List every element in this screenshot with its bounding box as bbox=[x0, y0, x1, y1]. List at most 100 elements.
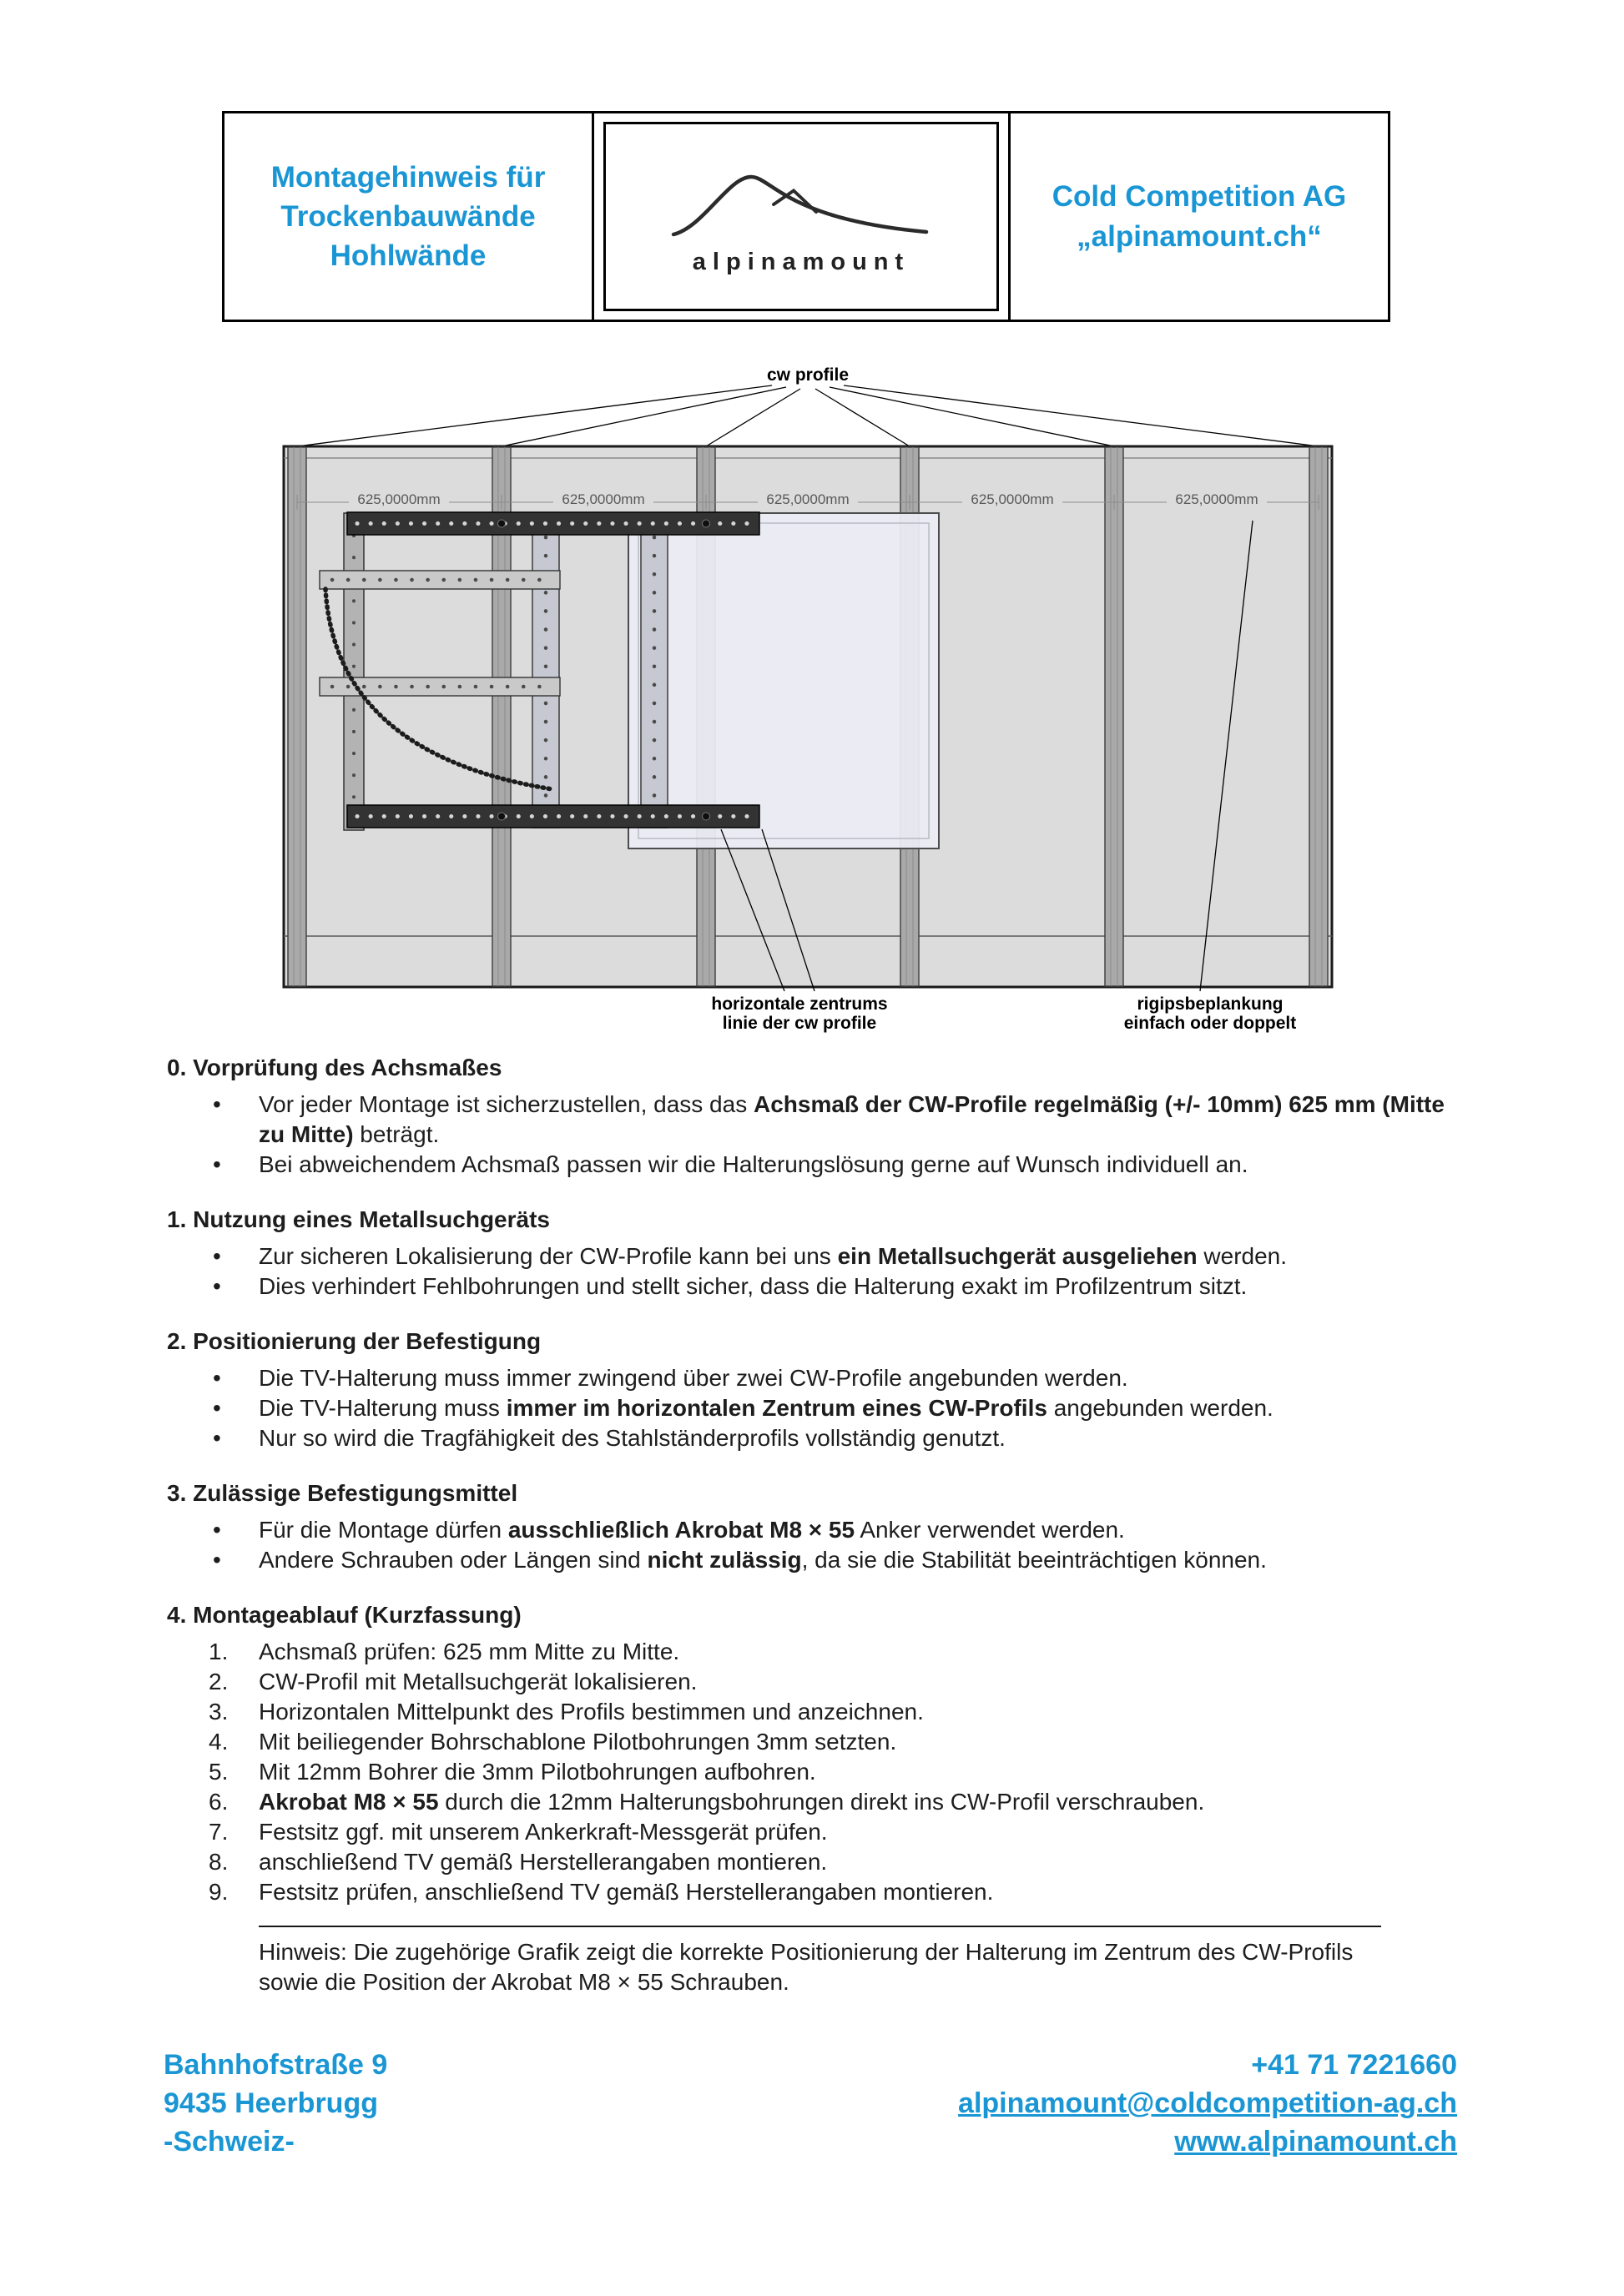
item-text: Akrobat M8 × 55 durch die 12mm Halterung… bbox=[259, 1789, 1205, 1815]
item-number: 4. bbox=[209, 1729, 229, 1755]
numbered-item: 9. Festsitz prüfen, anschließend TV gemä… bbox=[167, 1877, 1457, 1907]
cw-stud bbox=[1309, 446, 1329, 987]
bullet-text: Zur sicheren Lokalisierung der CW-Profil… bbox=[259, 1243, 1288, 1269]
numbered-item: 6. Akrobat M8 × 55 durch die 12mm Halter… bbox=[167, 1787, 1457, 1817]
item-number: 8. bbox=[209, 1849, 229, 1875]
numbered-item: 7. Festsitz ggf. mit unserem Ankerkraft-… bbox=[167, 1817, 1457, 1847]
anchor-bolts bbox=[497, 519, 710, 821]
dimension-label: 625,0000mm bbox=[562, 491, 644, 507]
mountain-logo-icon bbox=[671, 174, 929, 237]
swing-arc bbox=[323, 587, 555, 792]
mount-vertical-bar bbox=[640, 516, 668, 828]
note-block: Hinweis: Die zugehörige Grafik zeigt die… bbox=[259, 1921, 1381, 1997]
bullet-text: Die TV-Halterung muss immer zwingend übe… bbox=[259, 1365, 1128, 1391]
company-line: „alpinamount.ch“ bbox=[1077, 219, 1322, 253]
item-number: 2. bbox=[209, 1669, 229, 1694]
tv-mount-assembly bbox=[319, 511, 940, 849]
tv-outline bbox=[628, 512, 940, 849]
phone-number: +41 71 7221660 bbox=[1251, 2049, 1457, 2081]
cw-stud bbox=[1104, 446, 1124, 987]
item-text: anschließend TV gemäß Herstellerangaben … bbox=[259, 1849, 828, 1875]
plank-label: einfach oder doppelt bbox=[1124, 1014, 1297, 1033]
item-number: 7. bbox=[209, 1819, 229, 1845]
header-left-cell: Montagehinweis für Trockenbauwände Hohlw… bbox=[224, 113, 594, 320]
address-line: -Schweiz- bbox=[164, 2126, 295, 2158]
bullet-item: • Dies verhindert Fehlbohrungen und stel… bbox=[167, 1271, 1457, 1302]
bullet-item: • Andere Schrauben oder Längen sind nich… bbox=[167, 1545, 1457, 1575]
bullet-text: Bei abweichendem Achsmaß passen wir die … bbox=[259, 1151, 1248, 1177]
bullet-marker: • bbox=[213, 1517, 221, 1543]
item-text: Mit beiliegender Bohrschablone Pilotbohr… bbox=[259, 1729, 897, 1755]
numbered-item: 8. anschließend TV gemäß Herstellerangab… bbox=[167, 1847, 1457, 1877]
dimension-label: 625,0000mm bbox=[766, 491, 849, 507]
item-text: Festsitz ggf. mit unserem Ankerkraft-Mes… bbox=[259, 1819, 828, 1845]
plank-label: rigipsbeplankung bbox=[1137, 994, 1283, 1014]
mount-arm bbox=[319, 677, 561, 697]
item-number: 9. bbox=[209, 1879, 229, 1905]
mount-vertical-bar bbox=[532, 516, 560, 828]
bullet-text: Die TV-Halterung muss immer im horizonta… bbox=[259, 1395, 1273, 1421]
cw-profile-label: cw profile bbox=[767, 365, 849, 385]
mount-rail-top bbox=[346, 511, 760, 536]
section-heading: 0. Vorprüfung des Achsmaßes bbox=[167, 1055, 502, 1080]
bullet-text: Vor jeder Montage ist sicherzustellen, d… bbox=[259, 1091, 1445, 1147]
numbered-item: 1. Achsmaß prüfen: 625 mm Mitte zu Mitte… bbox=[167, 1637, 1457, 1667]
bullet-item: • Für die Montage dürfen ausschließlich … bbox=[167, 1515, 1457, 1545]
center-line-callout: horizontale zentrums linie der cw profil… bbox=[711, 828, 888, 1033]
tv-inner-line bbox=[638, 522, 930, 839]
logo-box: alpinamount bbox=[603, 122, 999, 311]
mount-rail-bottom bbox=[346, 804, 760, 828]
bullet-item: • Vor jeder Montage ist sicherzustellen,… bbox=[167, 1090, 1457, 1150]
footer: Bahnhofstraße 9 9435 Heerbrugg -Schweiz-… bbox=[164, 2046, 1457, 2161]
header-logo-cell: alpinamount bbox=[594, 113, 1011, 320]
bullet-text: Für die Montage dürfen ausschließlich Ak… bbox=[259, 1517, 1125, 1543]
footer-contact: +41 71 7221660 alpinamount@coldcompetiti… bbox=[958, 2046, 1457, 2161]
section-heading: 3. Zulässige Befestigungsmittel bbox=[167, 1480, 518, 1506]
bullet-text: Nur so wird die Tragfähigkeit des Stahls… bbox=[259, 1425, 1006, 1451]
document-title: Montagehinweis für Trockenbauwände Hohlw… bbox=[271, 158, 546, 276]
company-name: Cold Competition AG „alpinamount.ch“ bbox=[1052, 177, 1347, 256]
header-right-cell: Cold Competition AG „alpinamount.ch“ bbox=[1011, 113, 1388, 320]
section-metallsuchgeraet: 1. Nutzung eines Metallsuchgeräts • Zur … bbox=[167, 1205, 1457, 1302]
bullet-marker: • bbox=[213, 1547, 221, 1573]
company-line: Cold Competition AG bbox=[1052, 180, 1347, 214]
mount-arm bbox=[319, 570, 561, 590]
section-achsmass: 0. Vorprüfung des Achsmaßes • Vor jeder … bbox=[167, 1053, 1457, 1180]
bullet-marker: • bbox=[213, 1243, 221, 1269]
section-montageablauf: 4. Montageablauf (Kurzfassung) 1. Achsma… bbox=[167, 1600, 1457, 1907]
numbered-item: 3. Horizontalen Mittelpunkt des Profils … bbox=[167, 1697, 1457, 1727]
item-text: Horizontalen Mittelpunkt des Profils bes… bbox=[259, 1699, 924, 1725]
section-heading: 1. Nutzung eines Metallsuchgeräts bbox=[167, 1206, 550, 1232]
item-text: Mit 12mm Bohrer die 3mm Pilotbohrungen a… bbox=[259, 1759, 816, 1785]
section-heading: 4. Montageablauf (Kurzfassung) bbox=[167, 1602, 522, 1628]
bullet-marker: • bbox=[213, 1151, 221, 1177]
bullet-marker: • bbox=[213, 1365, 221, 1391]
footer-address: Bahnhofstraße 9 9435 Heerbrugg -Schweiz- bbox=[164, 2046, 387, 2161]
center-line-label: linie der cw profile bbox=[723, 1014, 876, 1033]
item-text: Festsitz prüfen, anschließend TV gemäß H… bbox=[259, 1879, 994, 1905]
item-text: Achsmaß prüfen: 625 mm Mitte zu Mitte. bbox=[259, 1639, 680, 1664]
dimension-row: 625,0000mm 625,0000mm 625,0000mm 625,000… bbox=[296, 491, 1319, 510]
section-heading: 2. Positionierung der Befestigung bbox=[167, 1328, 542, 1354]
item-text: CW-Profil mit Metallsuchgerät lokalisier… bbox=[259, 1669, 698, 1694]
item-number: 3. bbox=[209, 1699, 229, 1725]
technical-diagram: cw profile bbox=[282, 365, 1334, 1033]
bullet-item: • Die TV-Halterung muss immer im horizon… bbox=[167, 1393, 1457, 1423]
bullet-item: • Die TV-Halterung muss immer zwingend ü… bbox=[167, 1363, 1457, 1393]
bullet-item: • Nur so wird die Tragfähigkeit des Stah… bbox=[167, 1423, 1457, 1453]
dimension-label: 625,0000mm bbox=[357, 491, 440, 507]
bullet-marker: • bbox=[213, 1425, 221, 1451]
bullet-item: • Bei abweichendem Achsmaß passen wir di… bbox=[167, 1150, 1457, 1180]
note-text: Hinweis: Die zugehörige Grafik zeigt die… bbox=[259, 1939, 1354, 1995]
website-link[interactable]: www.alpinamount.ch bbox=[1174, 2126, 1457, 2158]
title-line: Montagehinweis für bbox=[270, 160, 546, 194]
dimension-label: 625,0000mm bbox=[971, 491, 1053, 507]
email-link[interactable]: alpinamount@coldcompetition-ag.ch bbox=[958, 2087, 1457, 2119]
header-table: Montagehinweis für Trockenbauwände Hohlw… bbox=[222, 111, 1390, 322]
bullet-text: Dies verhindert Fehlbohrungen und stellt… bbox=[259, 1273, 1248, 1299]
address-line: Bahnhofstraße 9 bbox=[164, 2049, 388, 2081]
center-line-label: horizontale zentrums bbox=[711, 994, 887, 1014]
numbered-item: 5. Mit 12mm Bohrer die 3mm Pilotbohrunge… bbox=[167, 1757, 1457, 1787]
dimension-label: 625,0000mm bbox=[1175, 491, 1258, 507]
plank-callout: rigipsbeplankung einfach oder doppelt bbox=[1124, 520, 1297, 1033]
